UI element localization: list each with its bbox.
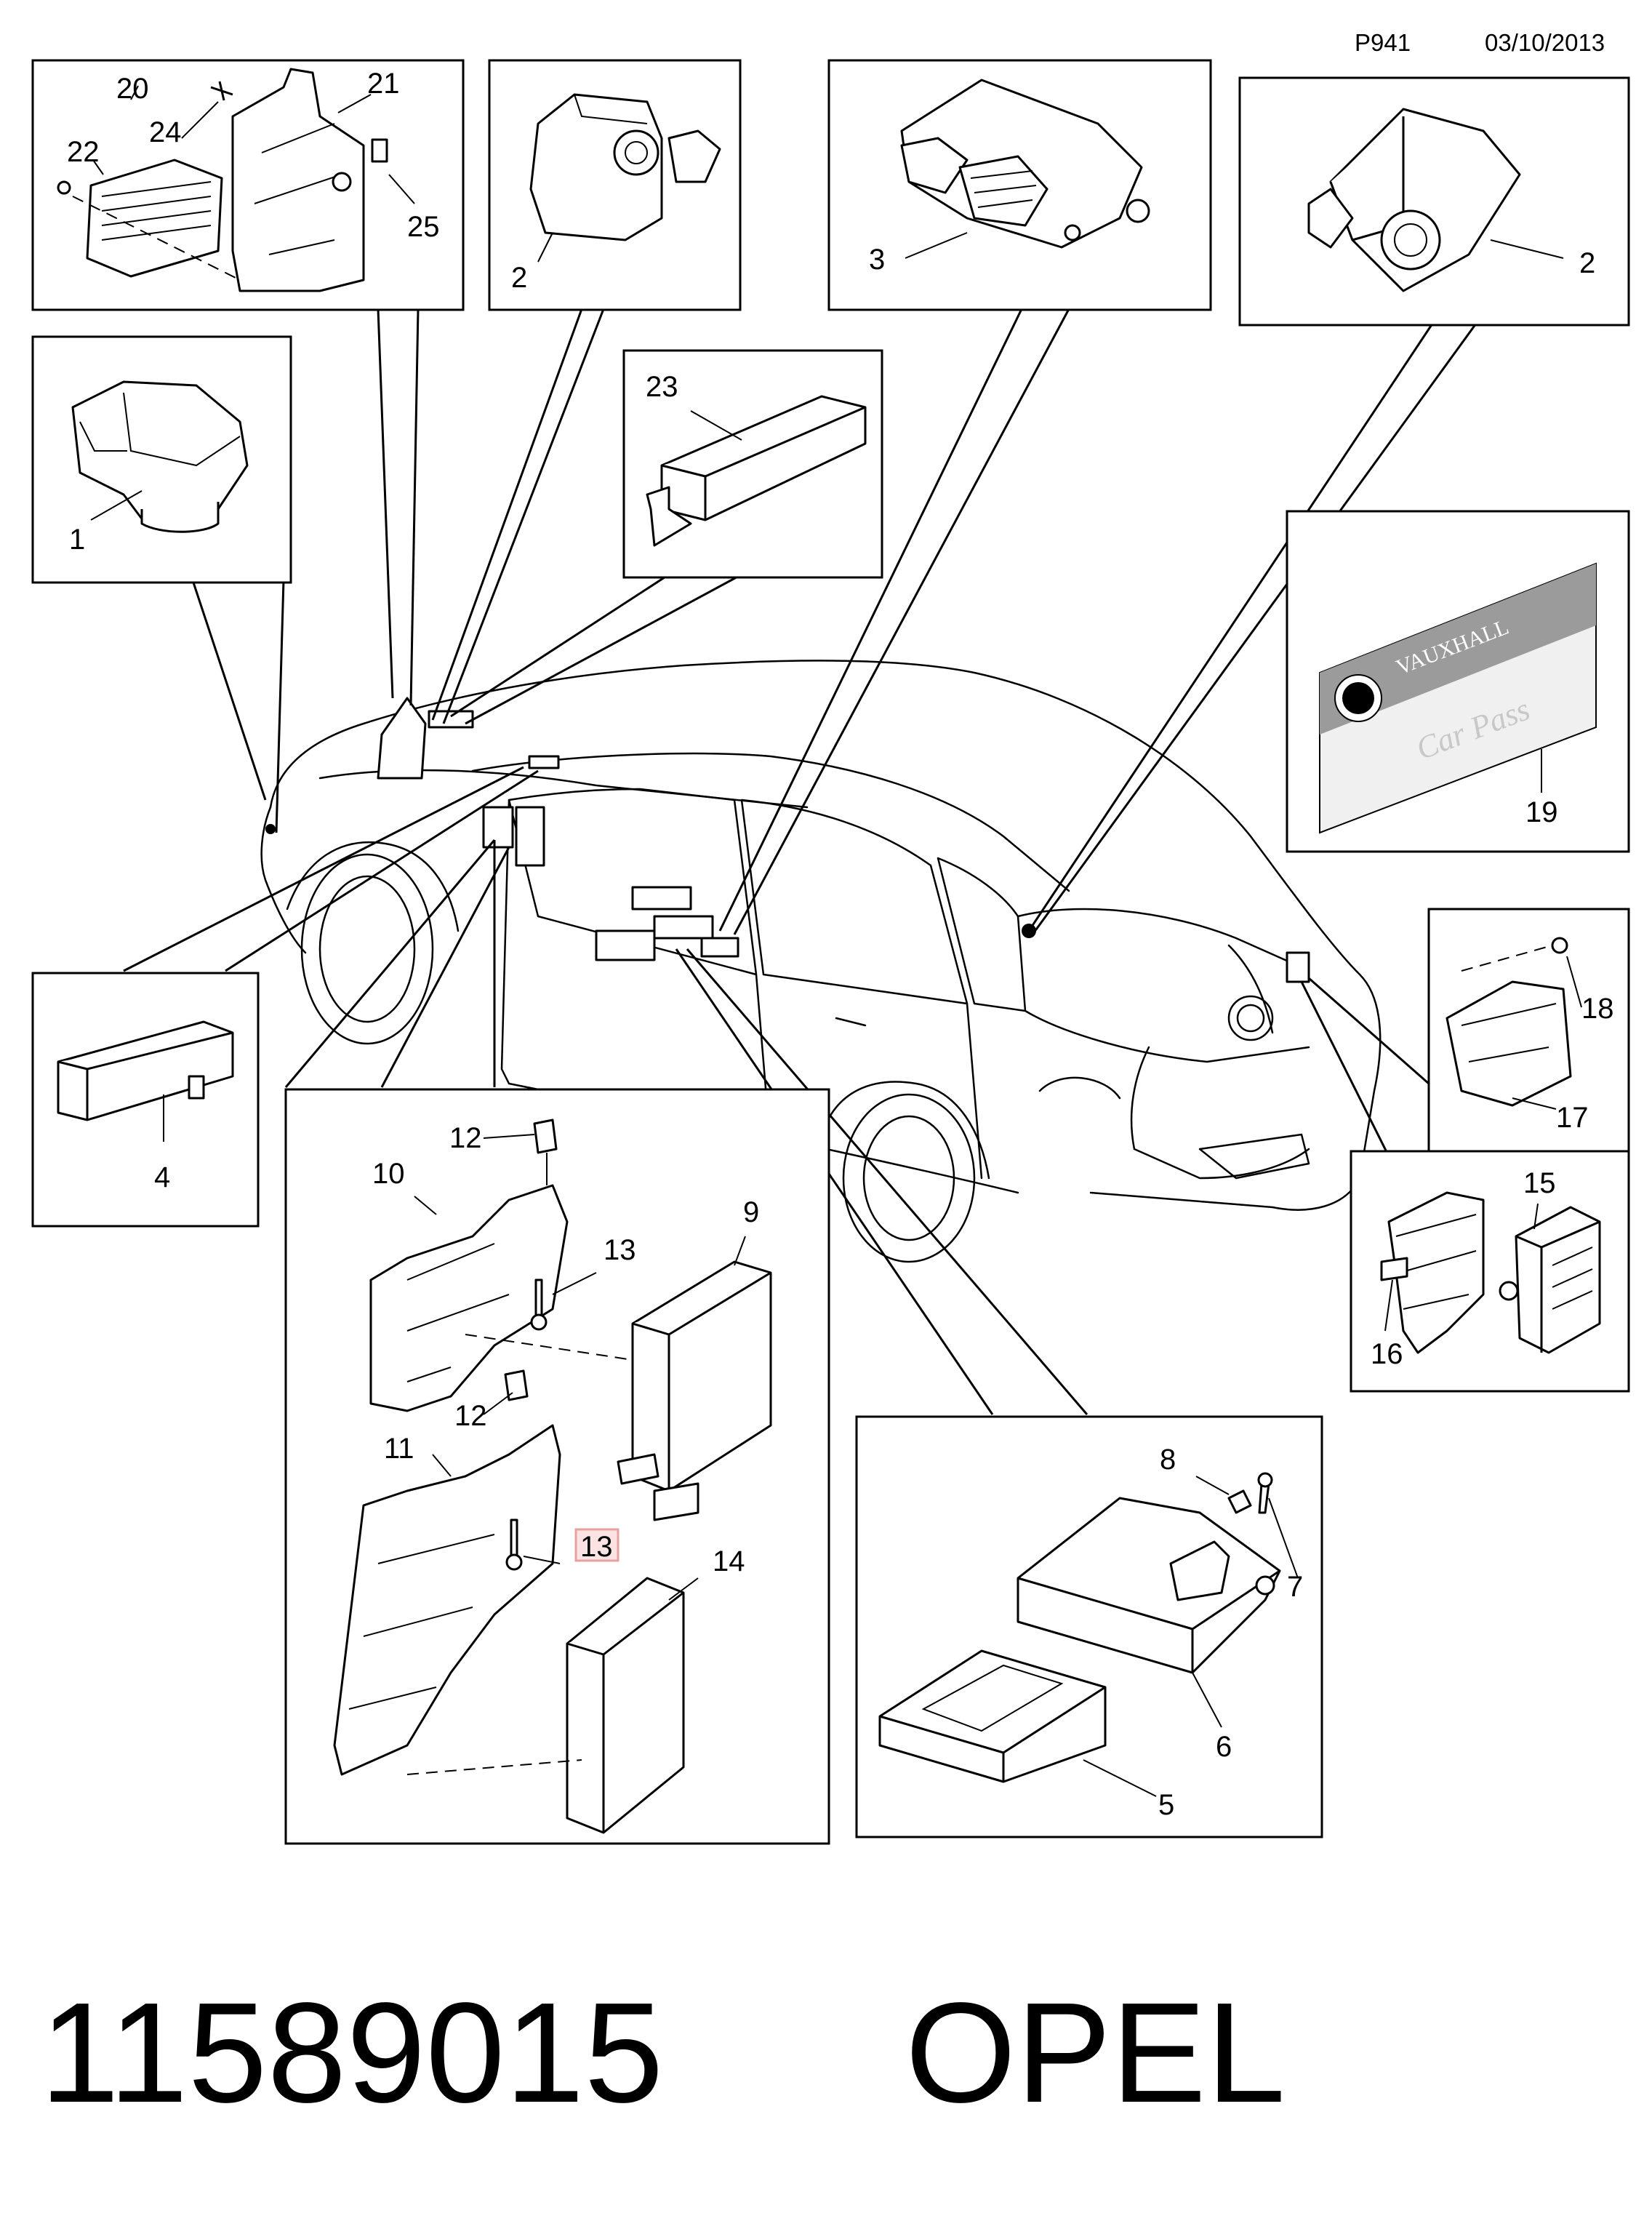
leader-lines	[123, 308, 1477, 1415]
box-control-module-bracket: 20 21 22 24 25	[31, 59, 465, 311]
page-code: P941	[1355, 29, 1411, 56]
callout-12-upper: 12	[449, 1122, 482, 1154]
callout-22: 22	[67, 136, 100, 168]
callout-14: 14	[713, 1545, 745, 1577]
callout-25: 25	[407, 211, 440, 243]
callout-13-highlighted: 13	[580, 1531, 613, 1563]
callout-10: 10	[372, 1158, 405, 1190]
callout-21: 21	[367, 68, 400, 100]
callout-19: 19	[1525, 796, 1558, 828]
callout-17: 17	[1556, 1102, 1589, 1134]
callout-2-lock: 2	[1579, 247, 1595, 279]
page-date: 03/10/2013	[1485, 29, 1605, 56]
callout-1: 1	[69, 524, 85, 556]
callout-13-upper: 13	[604, 1234, 636, 1266]
callout-5: 5	[1158, 1789, 1174, 1821]
callout-3: 3	[869, 244, 885, 276]
box-airbag-module: 3	[827, 59, 1212, 311]
box-part-1: 1	[31, 335, 292, 584]
box-modules-9-14: 12 10 13 9 12 11 13 14	[284, 1088, 830, 1845]
callout-24: 24	[149, 116, 182, 148]
box-part-23: 23	[622, 349, 883, 579]
callout-8: 8	[1160, 1444, 1176, 1476]
box-part-4: 4	[31, 972, 260, 1228]
callout-7: 7	[1287, 1571, 1303, 1603]
callout-20: 20	[116, 73, 149, 105]
callout-18: 18	[1581, 993, 1614, 1025]
part-number: 11589015	[40, 1973, 664, 2132]
callout-16: 16	[1371, 1338, 1403, 1370]
highlight-box	[574, 1528, 620, 1562]
box-ignition-switch: 2	[488, 59, 742, 311]
callout-11: 11	[384, 1433, 414, 1465]
callout-23: 23	[646, 371, 678, 403]
box-parts-17-18: 18 17	[1427, 908, 1630, 1196]
callout-4: 4	[154, 1161, 170, 1193]
callout-15: 15	[1523, 1167, 1556, 1199]
callout-12-lower: 12	[454, 1400, 487, 1432]
box-ignition-lock: 2	[1238, 76, 1630, 327]
callout-9: 9	[743, 1196, 759, 1228]
brand-name: OPEL	[905, 1973, 1286, 2132]
box-modules-5-8: 8 7 6 5	[855, 1415, 1323, 1838]
box-car-pass: VAUXHALL Car Pass 19	[1286, 510, 1630, 853]
box-parts-15-16: 15 16	[1350, 1150, 1630, 1393]
callout-2-ignition: 2	[511, 262, 527, 294]
vehicle-component-markers	[265, 697, 1310, 983]
callout-6: 6	[1216, 1731, 1232, 1763]
